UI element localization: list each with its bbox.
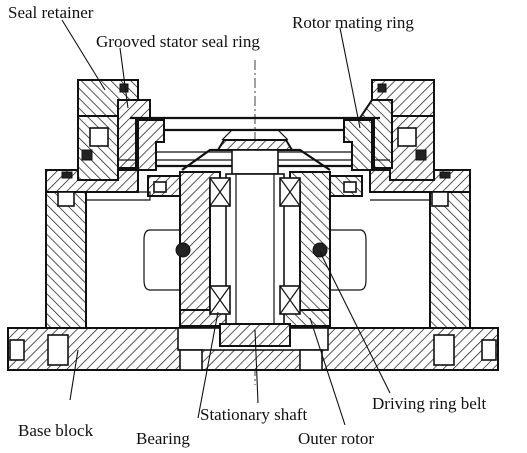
belt-section-left [175,242,191,258]
bearings [209,177,301,315]
label-bearing: Bearing [136,429,190,448]
label-stationary-shaft: Stationary shaft [200,405,307,424]
label-seal-retainer: Seal retainer [8,3,94,22]
bearing-upper-left [209,177,231,207]
leader-driving-ring-belt [319,251,391,394]
leader-bearing [197,311,219,419]
label-outer-rotor: Outer rotor [298,429,374,448]
mechanical-drawing [7,60,499,385]
leader-stationary-shaft [254,329,259,404]
leader-lines [61,19,391,426]
belt-section-right [312,242,328,258]
label-base-block: Base block [18,421,94,440]
seal-chamber-details [61,171,451,201]
bearing-lower-right [279,285,301,315]
leader-base-block [69,349,79,401]
labels: Seal retainer Rotor mating ring Grooved … [8,3,487,448]
label-driving-ring-belt: Driving ring belt [372,394,487,413]
bearing-lower-left [209,285,231,315]
label-rotor-mating-ring: Rotor mating ring [292,13,414,32]
label-grooved-stator-seal-ring: Grooved stator seal ring [96,32,260,51]
bearing-upper-right [279,177,301,207]
top-cap [181,129,331,175]
rotor-mating-ring-part [137,119,373,171]
leader-grooved-stator [119,47,129,109]
leader-rotor-mating-ring [339,27,361,129]
leader-seal-retainer [61,19,106,91]
driving-ring-belt-part [143,229,367,291]
leader-outer-rotor [309,317,346,426]
